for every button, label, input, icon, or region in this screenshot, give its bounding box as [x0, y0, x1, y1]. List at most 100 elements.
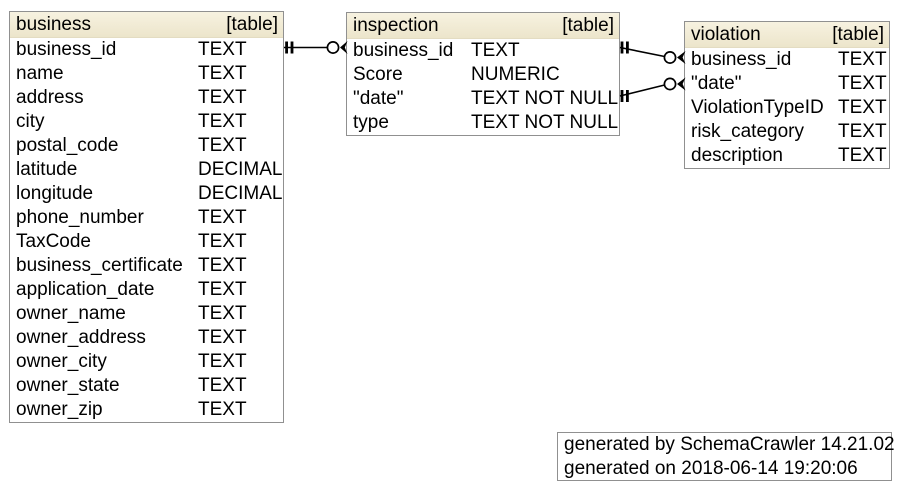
column-name: business_id — [353, 40, 454, 61]
column-row: TaxCode TEXT — [10, 230, 283, 254]
column-name: business_id — [16, 39, 117, 60]
column-type: TEXT — [198, 87, 247, 108]
table-inspection: inspection [table] business_id TEXT Scor… — [346, 12, 620, 136]
column-list: business_id TEXT name TEXT address TEXT … — [10, 38, 283, 422]
column-name: Score — [353, 64, 403, 85]
column-name: owner_name — [16, 303, 126, 324]
table-inspection-header: inspection [table] — [347, 13, 619, 39]
column-name: owner_city — [16, 351, 107, 372]
column-name: "date" — [353, 88, 404, 109]
zero-or-many-icon — [663, 77, 686, 91]
column-type: TEXT — [198, 327, 247, 348]
table-type-badge: [table] — [562, 15, 614, 36]
connector-business-inspection — [284, 41, 348, 54]
exactly-one-icon — [620, 41, 629, 54]
column-type: TEXT — [198, 111, 247, 132]
table-violation: violation [table] business_id TEXT "date… — [684, 21, 890, 169]
column-type: TEXT — [838, 97, 887, 118]
exactly-one-icon — [285, 41, 294, 54]
column-name: phone_number — [16, 207, 144, 228]
column-row: business_id TEXT — [347, 39, 619, 63]
column-row: address TEXT — [10, 86, 283, 110]
table-type-badge: [table] — [832, 24, 884, 45]
column-row: name TEXT — [10, 62, 283, 86]
column-row: phone_number TEXT — [10, 206, 283, 230]
column-name: owner_state — [16, 375, 120, 396]
column-type: DECIMAL — [198, 183, 283, 204]
column-name: TaxCode — [16, 231, 91, 252]
table-name: violation — [691, 24, 761, 45]
column-type: NUMERIC — [471, 64, 560, 85]
column-type: TEXT NOT NULL — [471, 88, 619, 109]
table-name: business — [16, 14, 91, 35]
column-type: DECIMAL — [198, 159, 283, 180]
column-name: longitude — [16, 183, 94, 204]
column-row: owner_name TEXT — [10, 302, 283, 326]
connector-inspection-violation-date — [619, 77, 686, 102]
column-name: business_certificate — [16, 255, 183, 276]
column-row: business_id TEXT — [685, 48, 889, 72]
column-row: owner_city TEXT — [10, 350, 283, 374]
column-type: TEXT — [198, 255, 247, 276]
table-business-header: business [table] — [10, 12, 283, 38]
column-type: TEXT — [198, 399, 247, 420]
column-type: TEXT — [198, 207, 247, 228]
column-row: owner_state TEXT — [10, 374, 283, 398]
column-name: owner_zip — [16, 399, 103, 420]
column-row: "date" TEXT NOT NULL — [347, 87, 619, 111]
column-name: ViolationTypeID — [691, 97, 824, 118]
column-type: TEXT — [838, 73, 887, 94]
table-business: business [table] business_id TEXT name T… — [9, 11, 284, 423]
column-name: risk_category — [691, 121, 804, 142]
column-row: risk_category TEXT — [685, 120, 889, 144]
column-type: TEXT — [471, 40, 520, 61]
column-name: application_date — [16, 279, 155, 300]
column-type: TEXT — [198, 303, 247, 324]
table-name: inspection — [353, 15, 439, 36]
column-row: description TEXT — [685, 144, 889, 168]
table-violation-header: violation [table] — [685, 22, 889, 48]
column-list: business_id TEXT "date" TEXT ViolationTy… — [685, 48, 889, 168]
column-type: TEXT — [198, 375, 247, 396]
column-type: TEXT — [198, 279, 247, 300]
generated-on-line: generated on 2018-06-14 19:20:06 — [564, 458, 858, 479]
column-row: application_date TEXT — [10, 278, 283, 302]
column-type: TEXT — [838, 49, 887, 70]
zero-or-many-icon — [326, 41, 348, 54]
generation-info-box: generated by SchemaCrawler 14.21.02 gene… — [557, 432, 895, 481]
column-type: TEXT — [198, 63, 247, 84]
column-type: TEXT — [838, 121, 887, 142]
column-type: TEXT — [198, 39, 247, 60]
column-name: description — [691, 145, 783, 166]
column-row: "date" TEXT — [685, 72, 889, 96]
column-name: postal_code — [16, 135, 119, 156]
table-type-badge: [table] — [226, 14, 278, 35]
column-name: latitude — [16, 159, 78, 180]
column-name: "date" — [691, 73, 742, 94]
column-name: owner_address — [16, 327, 146, 348]
exactly-one-icon — [620, 90, 629, 102]
column-name: type — [353, 112, 389, 133]
column-row: type TEXT NOT NULL — [347, 111, 619, 135]
column-row: ViolationTypeID TEXT — [685, 96, 889, 120]
generated-by-line: generated by SchemaCrawler 14.21.02 — [564, 434, 895, 455]
column-type: TEXT — [198, 351, 247, 372]
column-row: latitude DECIMAL — [10, 158, 283, 182]
zero-or-many-icon — [663, 51, 686, 64]
column-list: business_id TEXT Score NUMERIC "date" TE… — [347, 39, 619, 135]
column-row: longitude DECIMAL — [10, 182, 283, 206]
column-type: TEXT — [198, 231, 247, 252]
column-row: business_id TEXT — [10, 38, 283, 62]
connector-inspection-violation-business-id — [619, 41, 686, 64]
column-type: TEXT — [838, 145, 887, 166]
column-type: TEXT NOT NULL — [471, 112, 619, 133]
column-name: city — [16, 111, 45, 132]
column-row: postal_code TEXT — [10, 134, 283, 158]
column-type: TEXT — [198, 135, 247, 156]
column-name: address — [16, 87, 84, 108]
column-row: business_certificate TEXT — [10, 254, 283, 278]
column-name: business_id — [691, 49, 792, 70]
column-name: name — [16, 63, 64, 84]
column-row: owner_address TEXT — [10, 326, 283, 350]
